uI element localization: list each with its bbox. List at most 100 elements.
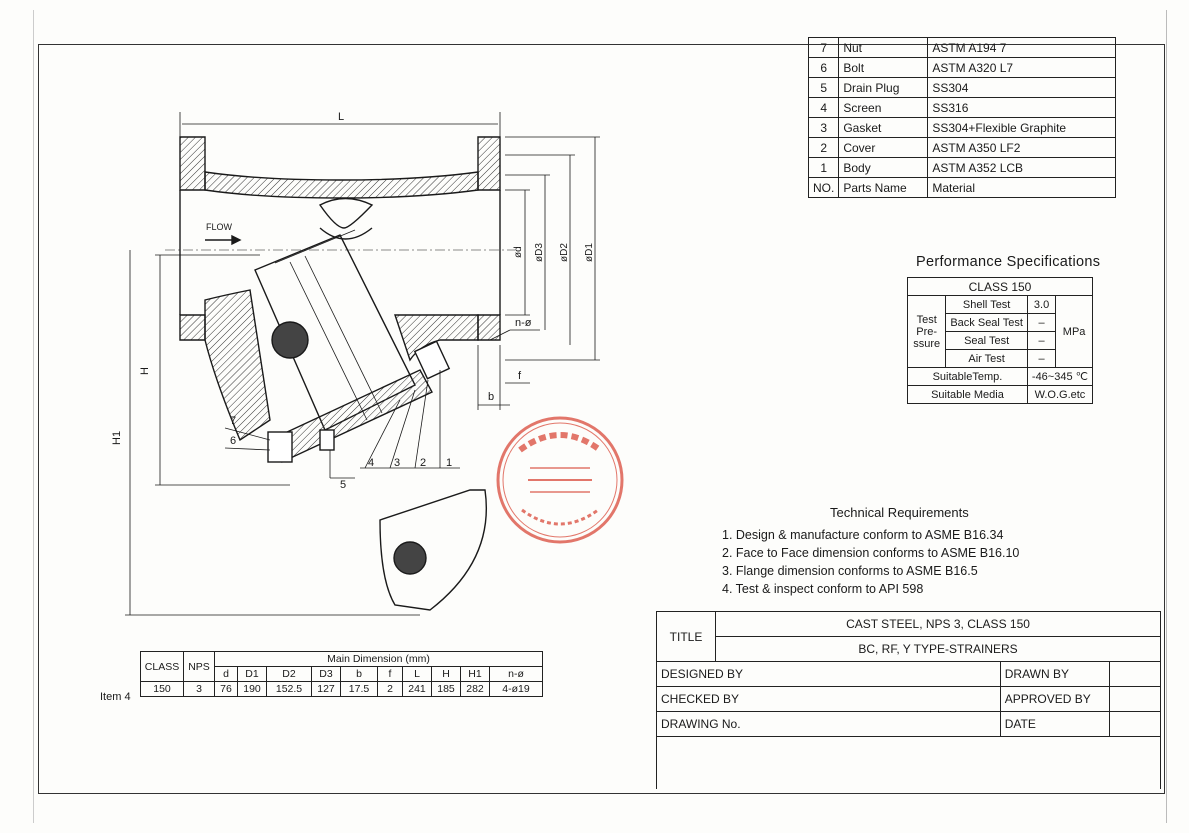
value-d2: 152.5 bbox=[266, 681, 312, 697]
header-no: NO. bbox=[807, 177, 840, 198]
table-row: DESIGNED BY DRAWN BY bbox=[656, 661, 1162, 687]
col-d: d bbox=[214, 666, 238, 682]
table-row: 5 Drain Plug SS304 bbox=[807, 77, 1116, 98]
value-h: 185 bbox=[431, 681, 461, 697]
table-header-row: NO. Parts Name Material bbox=[807, 177, 1116, 198]
col-d2: D2 bbox=[266, 666, 312, 682]
col-f: f bbox=[377, 666, 403, 682]
table-row: CHECKED BY APPROVED BY bbox=[656, 686, 1162, 712]
parts-table: 7 Nut ASTM A194 7 6 Bolt ASTM A320 L7 5 … bbox=[807, 37, 1116, 198]
part-material: SS304+Flexible Graphite bbox=[927, 117, 1116, 138]
part-material: SS316 bbox=[927, 97, 1116, 118]
callout-3: 3 bbox=[394, 457, 400, 469]
table-row: BC, RF, Y TYPE-STRAINERS bbox=[657, 636, 1161, 662]
media-value: W.O.G.etc bbox=[1026, 385, 1094, 404]
table-row: Suitable Media W.O.G.etc bbox=[907, 385, 1094, 404]
blank-row bbox=[656, 736, 1161, 789]
col-d1: D1 bbox=[237, 666, 267, 682]
class-value: 150 bbox=[140, 681, 184, 697]
table-row: 2 Cover ASTM A350 LF2 bbox=[807, 137, 1116, 158]
part-no: 3 bbox=[807, 117, 840, 138]
part-material: ASTM A320 L7 bbox=[927, 57, 1116, 78]
dim-nphi-label: n-ø bbox=[515, 317, 532, 329]
part-no: 1 bbox=[807, 157, 840, 178]
table-header-row: CLASS NPS Main Dimension (mm) bbox=[140, 651, 543, 682]
value-d3: 127 bbox=[311, 681, 341, 697]
temp-label: SuitableTemp. bbox=[907, 367, 1028, 386]
table-row: 4 Screen SS316 bbox=[807, 97, 1116, 118]
part-no: 5 bbox=[807, 77, 840, 98]
table-row: Back Seal Test – bbox=[908, 313, 1093, 332]
header-parts-name: Parts Name bbox=[838, 177, 929, 198]
col-n-phi: n-ø bbox=[489, 666, 543, 682]
performance-title: Performance Specifications bbox=[916, 254, 1101, 270]
callout-5: 5 bbox=[340, 479, 346, 491]
dim-b-label: b bbox=[488, 391, 494, 403]
approved-by-value bbox=[1108, 686, 1162, 712]
table-row: CLASS 150 bbox=[907, 277, 1093, 296]
list-item: 3. Flange dimension conforms to ASME B16… bbox=[722, 564, 978, 578]
company-seal-stamp bbox=[496, 416, 624, 544]
item-label: Item 4 bbox=[100, 691, 131, 703]
test-name: Shell Test bbox=[945, 295, 1028, 314]
col-b: b bbox=[340, 666, 378, 682]
table-row: 1 Body ASTM A352 LCB bbox=[807, 157, 1116, 178]
dim-h-label: H bbox=[139, 367, 151, 375]
drawn-by-value bbox=[1108, 661, 1162, 687]
test-value: – bbox=[1026, 331, 1057, 350]
value-n-phi: 4-ø19 bbox=[489, 681, 543, 697]
callout-6: 6 bbox=[230, 435, 236, 447]
title-block: TITLE CAST STEEL, NPS 3, CLASS 150 BC, R… bbox=[656, 611, 1162, 789]
col-l: L bbox=[402, 666, 432, 682]
drawing-frame bbox=[38, 44, 1165, 794]
table-row: 7 Nut ASTM A194 7 bbox=[807, 37, 1116, 58]
col-d3: D3 bbox=[311, 666, 341, 682]
table-row: DRAWING No. DATE bbox=[656, 711, 1162, 737]
callout-4: 4 bbox=[368, 457, 374, 469]
title-line-1: CAST STEEL, NPS 3, CLASS 150 bbox=[715, 611, 1161, 637]
test-value: 3.0 bbox=[1026, 295, 1057, 314]
test-name: Back Seal Test bbox=[945, 313, 1028, 332]
list-item: 1. Design & manufacture conform to ASME … bbox=[722, 528, 1004, 542]
callout-2: 2 bbox=[420, 457, 426, 469]
drawing-no-label: DRAWING No. bbox=[656, 711, 1001, 737]
table-row: 6 Bolt ASTM A320 L7 bbox=[807, 57, 1116, 78]
part-name: Body bbox=[838, 157, 929, 178]
header-main-dimension: Main Dimension (mm) bbox=[214, 651, 543, 667]
table-row: 3 Gasket SS304+Flexible Graphite bbox=[807, 117, 1116, 138]
col-h1: H1 bbox=[460, 666, 490, 682]
test-name: Air Test bbox=[945, 349, 1028, 368]
table-row: SuitableTemp. -46~345 ℃ bbox=[907, 367, 1094, 386]
part-material: ASTM A194 7 bbox=[927, 37, 1116, 58]
list-item: 2. Face to Face dimension conforms to AS… bbox=[722, 546, 1020, 560]
approved-by-label: APPROVED BY bbox=[999, 686, 1110, 712]
list-item: 4. Test & inspect conform to API 598 bbox=[722, 582, 924, 596]
paper-edge-right bbox=[1166, 10, 1167, 823]
date-label: DATE bbox=[999, 711, 1110, 737]
part-material: ASTM A350 LF2 bbox=[927, 137, 1116, 158]
dimensions-table: CLASS NPS Main Dimension (mm) d D1 D2 D3… bbox=[140, 651, 543, 697]
table-row: Air Test – bbox=[908, 349, 1093, 368]
part-material: SS304 bbox=[927, 77, 1116, 98]
part-name: Gasket bbox=[838, 117, 929, 138]
paper-edge-left bbox=[33, 10, 34, 823]
callout-7: 7 bbox=[230, 415, 236, 427]
dim-l-label: L bbox=[338, 111, 344, 123]
checked-by-label: CHECKED BY bbox=[656, 686, 1001, 712]
designed-by-label: DESIGNED BY bbox=[656, 661, 1001, 687]
part-no: 6 bbox=[807, 57, 840, 78]
col-h: H bbox=[431, 666, 461, 682]
value-d1: 190 bbox=[237, 681, 267, 697]
header-material: Material bbox=[927, 177, 1116, 198]
part-name: Bolt bbox=[838, 57, 929, 78]
header-class: CLASS bbox=[140, 651, 184, 682]
value-f: 2 bbox=[377, 681, 403, 697]
part-no: 2 bbox=[807, 137, 840, 158]
header-nps: NPS bbox=[183, 651, 215, 682]
flow-label: FLOW bbox=[206, 222, 233, 232]
part-name: Screen bbox=[838, 97, 929, 118]
value-l: 241 bbox=[402, 681, 432, 697]
part-name: Drain Plug bbox=[838, 77, 929, 98]
value-d: 76 bbox=[214, 681, 238, 697]
technical-requirements-list: 1. Design & manufacture conform to ASME … bbox=[722, 526, 1019, 598]
